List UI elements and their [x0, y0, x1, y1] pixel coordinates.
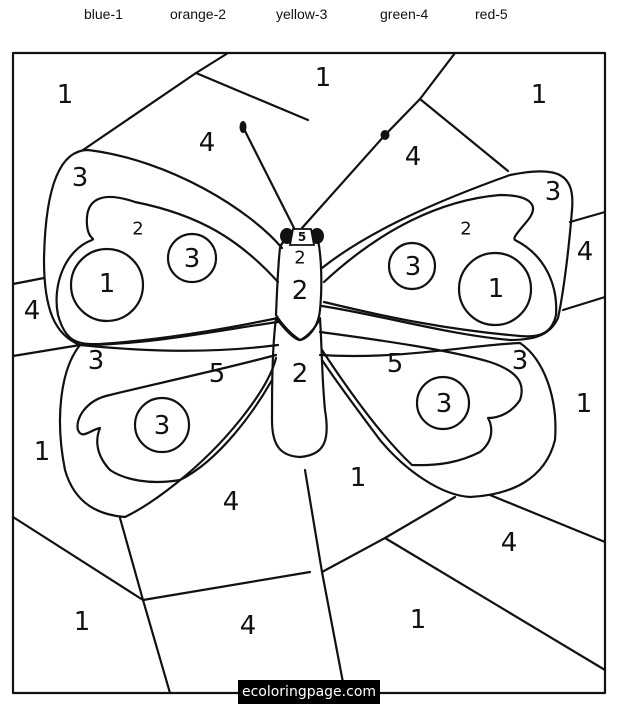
bg-line [194, 71, 310, 122]
wing-upper-left-small-spot [166, 232, 218, 284]
region-number: 3 [154, 411, 171, 441]
bg-line [568, 210, 607, 224]
legend-item-yellow: yellow-3 [276, 6, 328, 22]
region-number: 4 [24, 296, 41, 326]
antenna-left [241, 125, 296, 230]
wing-upper-left-inner [55, 195, 280, 346]
region-number: 1 [74, 607, 91, 637]
bg-line [383, 51, 457, 137]
region-number: 1 [99, 269, 116, 299]
bg-line [11, 343, 82, 358]
region-number: 3 [88, 346, 105, 376]
bg-line [320, 495, 457, 574]
region-number: 4 [501, 528, 518, 558]
bg-line [488, 493, 607, 544]
region-number: 1 [57, 80, 74, 110]
region-number: 4 [223, 487, 240, 517]
bg-line [141, 570, 312, 602]
region-number: 2 [132, 219, 143, 240]
region-number: 1 [350, 463, 367, 493]
legend-item-orange: orange-2 [170, 6, 227, 22]
wing-upper-left-big-spot [69, 247, 145, 323]
bg-line [383, 536, 607, 672]
wing-lower-right-spot [415, 375, 471, 431]
bg-line [303, 468, 347, 695]
wing-lower-right-inner [318, 330, 523, 467]
antenna-tip-left-icon [239, 121, 247, 133]
bg-line [418, 97, 510, 173]
wing-lower-left-spot [133, 396, 191, 454]
region-numbers: 1 1 1 4 4 4 4 1 1 4 1 4 1 4 1 3 2 1 3 3 … [24, 63, 594, 641]
region-number: 2 [460, 219, 471, 240]
bg-line [11, 276, 46, 286]
legend-item-blue: blue-1 [84, 6, 123, 22]
legend-item-red: red-5 [475, 6, 508, 22]
region-number: 5 [387, 349, 404, 379]
region-number: 1 [531, 80, 548, 110]
wing-upper-right-inner [322, 193, 558, 338]
region-number: 2 [292, 359, 309, 389]
region-number: 3 [184, 244, 201, 274]
region-number: 2 [292, 276, 309, 306]
region-number: 4 [240, 611, 257, 641]
region-number: 4 [405, 142, 422, 172]
wing-lower-right-outer [318, 341, 557, 499]
region-number: 3 [72, 163, 89, 193]
region-number: 3 [405, 252, 422, 282]
wing-lower-left-inner [76, 353, 278, 484]
region-number: 5 [209, 359, 226, 389]
legend-item-green: green-4 [380, 6, 429, 22]
region-number: 3 [512, 346, 529, 376]
wing-upper-left-outer [42, 148, 284, 347]
wing-upper-right-outer [320, 170, 574, 342]
wing-lower-left-outer [58, 343, 280, 519]
region-number: 1 [488, 274, 505, 304]
region-number: 4 [199, 128, 216, 158]
region-number: 1 [410, 605, 427, 635]
antenna-right [300, 133, 387, 230]
wing-upper-right-big-spot [457, 251, 533, 327]
region-number: 1 [315, 63, 332, 93]
region-number: 4 [577, 237, 594, 267]
bg-line [561, 295, 607, 312]
color-legend: blue-1 orange-2 yellow-3 green-4 red-5 [0, 6, 620, 26]
watermark-label: ecoloringpage.com [238, 680, 380, 704]
bg-line [118, 516, 172, 695]
region-number: 2 [294, 248, 305, 269]
abdomen [270, 316, 328, 459]
region-number: 5 [298, 230, 306, 244]
region-number: 1 [34, 437, 51, 467]
wing-upper-right-small-spot [387, 241, 437, 291]
bg-line [11, 515, 145, 602]
region-number: 3 [436, 389, 453, 419]
region-number: 3 [545, 177, 562, 207]
head [239, 121, 390, 246]
antenna-tip-right-icon [380, 130, 390, 140]
region-number: 1 [576, 389, 593, 419]
